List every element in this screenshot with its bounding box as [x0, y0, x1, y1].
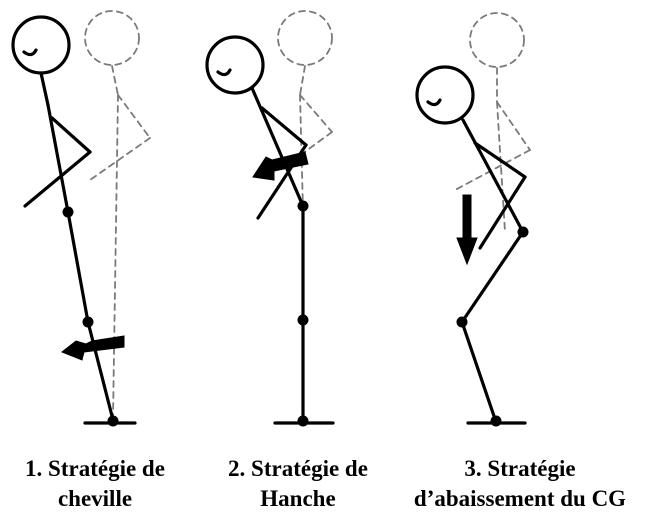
crouched-figure-solid [415, 65, 529, 427]
caption-line: d’abaissement du CG [413, 486, 627, 511]
caption-line: 1. Stratégie de [25, 456, 165, 481]
figure-ankle-strategy [11, 10, 151, 427]
figure-hip-strategy [205, 10, 335, 427]
caption-ankle-strategy: 1. Stratégie de cheville [0, 454, 190, 514]
caption-hip-strategy: 2. Stratégie de Hanche [203, 454, 393, 514]
bent-figure-solid [205, 35, 335, 427]
caption-cg-lowering-strategy: 3. Stratégie d’abaissement du CG [395, 454, 645, 514]
stick-figure-diagram [11, 10, 531, 427]
downward-arrow [456, 194, 478, 266]
caption-line: Hanche [260, 486, 336, 511]
caption-line: 3. Stratégie [464, 456, 576, 481]
caption-line: cheville [57, 486, 133, 511]
figure-cg-lowering-strategy [415, 12, 531, 427]
rotation-arrow [61, 335, 125, 361]
reference-figure-dashed [84, 10, 151, 419]
rotation-arrow [252, 151, 309, 181]
caption-line: 2. Stratégie de [228, 456, 368, 481]
reference-figure-dashed [454, 12, 531, 233]
leaning-figure-solid [11, 15, 137, 427]
reference-figure-dashed [277, 10, 333, 211]
